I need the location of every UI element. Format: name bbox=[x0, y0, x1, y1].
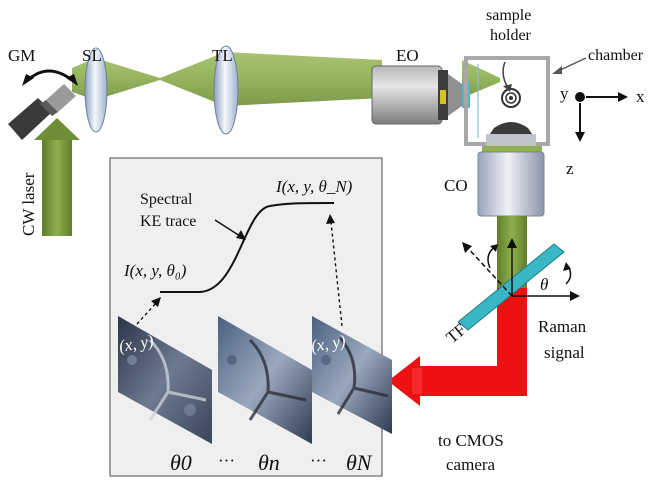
cw-laser-beam bbox=[34, 118, 80, 236]
collection-objective bbox=[477, 122, 545, 217]
dots-label-2: ··· bbox=[310, 451, 327, 470]
theta0-label-text: θ0 bbox=[170, 450, 192, 475]
tissue-image-theta0 bbox=[118, 316, 212, 444]
tube-lens bbox=[213, 45, 239, 135]
axis-y-label: y bbox=[560, 84, 569, 103]
tissue-image-thetan bbox=[218, 316, 312, 444]
co-label: CO bbox=[444, 176, 468, 195]
coordinate-axes bbox=[575, 92, 628, 142]
dashed-arrow-thetaN bbox=[326, 214, 343, 327]
tissue-image-thetaN bbox=[312, 316, 392, 434]
spectral-label-line2: KE trace bbox=[140, 213, 196, 230]
theta0-label: θ0 bbox=[170, 450, 192, 475]
axis-x-label: x bbox=[636, 87, 645, 106]
spectral-ke-curve bbox=[160, 202, 335, 293]
gm-rotation-arrow bbox=[22, 69, 78, 86]
eo-label: EO bbox=[396, 46, 419, 65]
thetan-label: θn bbox=[258, 450, 280, 475]
sample-holder-label-line1: sample bbox=[486, 7, 531, 24]
axis-z-label: z bbox=[566, 159, 574, 178]
cmos-label-line2: camera bbox=[446, 455, 496, 474]
spectral-label-line1: Spectral bbox=[140, 191, 193, 208]
cw-laser-label: CW laser bbox=[19, 172, 38, 236]
hyperspectral-panel bbox=[109, 157, 383, 477]
filter-rotation-indicators bbox=[462, 238, 580, 301]
dashed-arrow-theta0 bbox=[136, 297, 161, 325]
theta-angle-label: θ bbox=[540, 275, 548, 294]
dots-label-1: ··· bbox=[218, 451, 235, 470]
cmos-label-line1: to CMOS bbox=[438, 431, 504, 450]
sample-holder bbox=[501, 88, 521, 108]
sl-label: SL bbox=[82, 46, 102, 65]
raman-signal-beam bbox=[388, 288, 527, 406]
spectral-label-pointer bbox=[214, 219, 246, 240]
chamber-label: chamber bbox=[588, 47, 644, 64]
equation-thetaN: I(x, y, θ_N) bbox=[275, 177, 353, 196]
galvo-mirror bbox=[8, 84, 76, 140]
raman-label-line2: signal bbox=[544, 343, 585, 362]
sample-holder-pointer bbox=[502, 61, 512, 92]
sample-holder-label-line2: holder bbox=[490, 27, 532, 44]
chamber-pointer bbox=[552, 57, 587, 74]
tunable-filter bbox=[457, 243, 565, 331]
excitation-beam bbox=[72, 52, 500, 106]
thetaN-label-text: θN bbox=[346, 450, 373, 475]
thetaN-label: θN bbox=[346, 450, 373, 475]
thetan-label-text: θn bbox=[258, 450, 280, 475]
scan-lens bbox=[84, 47, 108, 133]
equation-theta0: I(x, y, θ₀) bbox=[123, 261, 187, 280]
tl-label: TL bbox=[212, 46, 233, 65]
gm-label: GM bbox=[8, 46, 35, 65]
raman-label-line1: Raman bbox=[538, 317, 587, 336]
excitation-objective bbox=[371, 65, 470, 125]
